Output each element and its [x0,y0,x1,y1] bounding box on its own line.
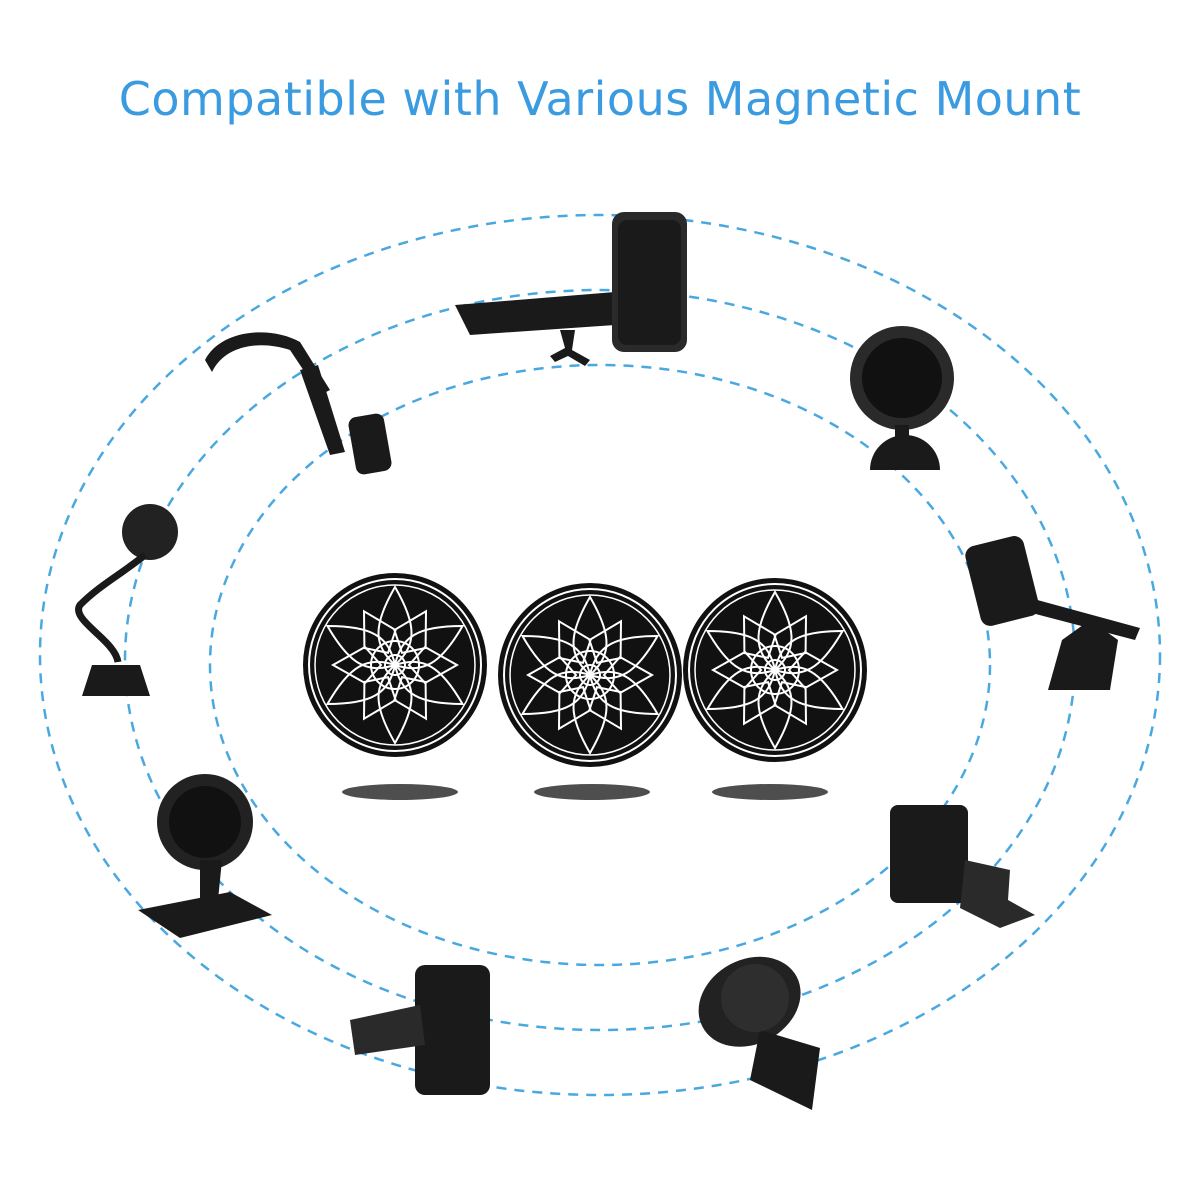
page-title: Compatible with Various Magnetic Mount [118,72,1082,126]
ring-dome-mount-icon [850,326,954,470]
air-vent-round-mount-icon [698,956,820,1110]
adhesive-base-mount-icon [138,774,272,938]
air-vent-square-mount-icon [350,965,490,1095]
dashboard-clip-mount-icon [205,332,392,475]
metal-plates [302,572,868,800]
telescopic-dash-mount-icon [965,536,1140,690]
orbit-ring-inner [208,363,992,967]
mounts [75,212,1140,1110]
tablet-clip-mount-icon [890,805,1035,928]
cd-slot-mount-icon [455,212,687,366]
gooseneck-suction-mount-icon [75,504,178,696]
plate-1-mandala-icon [302,572,488,758]
plate-3-mandala-icon [682,577,868,763]
orbit-ring-outer [38,213,1162,1097]
plate-2-mandala-icon [497,582,683,768]
